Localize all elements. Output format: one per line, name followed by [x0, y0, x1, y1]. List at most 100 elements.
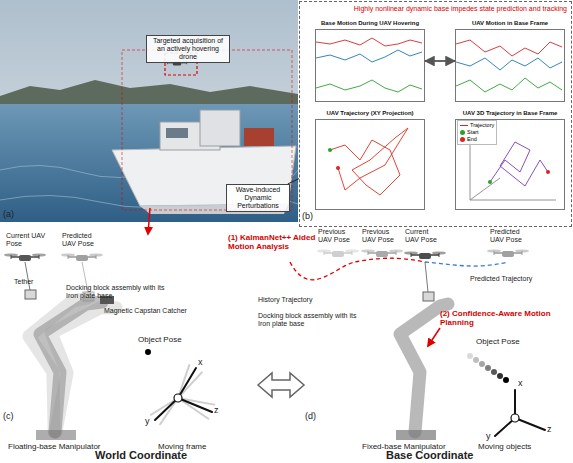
- legend-row: Start: [460, 129, 494, 136]
- panel-letter: (b): [302, 212, 313, 222]
- label-text: Docking block assembly with its Iron pla…: [66, 284, 176, 299]
- legend-text: Trajectory: [470, 122, 494, 128]
- label-text: Object Pose: [138, 336, 182, 345]
- photo-part: [0, 80, 298, 108]
- photo-part: [200, 110, 240, 146]
- plot-frame: [315, 119, 425, 210]
- fixed-manipulator-part: [473, 357, 479, 363]
- world-axes-part-part: [178, 368, 196, 398]
- floating-manipulator-part: [36, 430, 76, 440]
- label-text: World Coordinate: [95, 449, 187, 461]
- label-text: z: [547, 425, 552, 435]
- label-text: Docking block assembly with its Iron pla…: [258, 312, 358, 327]
- fixed-manipulator-part: [290, 258, 425, 280]
- fixed-manipulator-part: [497, 373, 503, 379]
- callout-text: Targeted acquisition of an actively hove…: [153, 37, 223, 60]
- photo-part: [122, 50, 292, 210]
- legend-row: End: [460, 136, 494, 143]
- floating-manipulator-part: [4, 253, 46, 261]
- label-text: Magnetic Capstan Catcher: [104, 307, 187, 315]
- plot-box: UAV Motion in Base Frame: [455, 20, 565, 102]
- callout-box: Wave-induced Dynamic Perturbations: [226, 184, 290, 212]
- label-text: (2) Confidence-Aware Motion Planning: [440, 310, 568, 328]
- label-text: x: [518, 379, 523, 389]
- label-text: y: [486, 432, 491, 442]
- base-axes-part: [511, 414, 519, 422]
- connector: [425, 60, 455, 62]
- label-text: Floating-base Manipulator: [8, 443, 101, 452]
- callout-text: Wave-induced Dynamic Perturbations: [236, 186, 281, 209]
- label-text: Current UAV Pose: [405, 228, 443, 243]
- equivalence-arrow: [258, 373, 304, 397]
- plot-title: UAV Trajectory (XY Projection): [315, 110, 425, 116]
- legend-row: Trajectory: [460, 122, 494, 129]
- label-text: z: [214, 406, 219, 416]
- legend-box: TrajectoryStartEnd: [457, 120, 497, 145]
- label-text: y: [145, 417, 150, 427]
- floating-manipulator: [4, 253, 151, 440]
- fixed-manipulator-part: [467, 353, 473, 359]
- plot-lines-part: [470, 178, 500, 200]
- world-axes-part-part: [178, 391, 214, 412]
- plot-lines-part: [470, 135, 471, 200]
- label-text: History Trajectory: [258, 296, 312, 304]
- floating-manipulator-part-part: [41, 301, 116, 437]
- panel-letter: (a): [3, 210, 14, 220]
- floating-manipulator-part: [26, 298, 117, 437]
- legend-text: Start: [467, 129, 479, 135]
- fixed-manipulator-part: [361, 249, 403, 257]
- plot-lines-part: [456, 78, 562, 92]
- legend-line: [460, 125, 468, 126]
- plot-lines-part: [456, 58, 562, 70]
- plot-lines-part: [546, 170, 550, 174]
- equivalence-arrow-part: [258, 373, 304, 397]
- fixed-manipulator-part: [491, 369, 497, 375]
- plot-lines-part: [330, 128, 408, 195]
- label-text: x: [198, 358, 203, 368]
- panel-title: Highly nonlinear dynamic base impedes st…: [354, 5, 567, 12]
- label-text: Base Coordinate: [386, 449, 473, 461]
- plot-lines-part: [316, 38, 422, 46]
- world-axes-part: [149, 362, 216, 425]
- legend-text: End: [467, 136, 477, 142]
- plot-title: Base Motion During UAV Hovering: [315, 20, 425, 26]
- photo-part: [244, 128, 274, 146]
- callout-box: Targeted acquisition of an actively hove…: [146, 35, 230, 63]
- plot-lines-part: [316, 80, 422, 92]
- world-axes-part-part: [178, 398, 212, 412]
- legend-swatch: [460, 137, 465, 142]
- plot-lines-part: [488, 180, 492, 184]
- label-text: Previous UAV Pose: [318, 228, 356, 243]
- panel-letter: (d): [305, 412, 316, 422]
- panel-letter: (c): [3, 412, 14, 422]
- label-text: Moving objects: [478, 443, 531, 452]
- plot-lines-part: [328, 148, 332, 152]
- plot-title: UAV Motion in Base Frame: [455, 20, 565, 26]
- plot-lines-part: [336, 166, 340, 170]
- plot-lines-part: [456, 40, 562, 56]
- fixed-manipulator-part: [425, 262, 508, 266]
- fixed-manipulator-part: [485, 365, 491, 371]
- plot-frame: [455, 29, 565, 102]
- base-axes-part: [515, 418, 545, 430]
- legend-swatch: [460, 130, 465, 135]
- base-axes: [495, 390, 545, 436]
- floating-manipulator-part: [145, 349, 151, 355]
- floating-manipulator-part-part: [40, 302, 102, 432]
- photo-part: [148, 208, 150, 234]
- photo-part: [0, 104, 298, 222]
- photo-part: [0, 0, 298, 222]
- connector: [288, 179, 299, 184]
- fixed-manipulator-part: [425, 262, 428, 292]
- label-text: Predicted Trajectory: [470, 275, 532, 283]
- plot-lines-part: [316, 50, 422, 62]
- world-axes: [149, 362, 217, 427]
- label-text: Current UAV Pose: [6, 232, 46, 247]
- world-axes-part: [155, 368, 212, 420]
- panel-box: Highly nonlinear dynamic base impedes st…: [299, 1, 572, 227]
- fixed-manipulator-part: [487, 249, 529, 257]
- label-text: Object Pose: [476, 338, 520, 347]
- fixed-manipulator-part: [503, 377, 509, 383]
- fixed-manipulator-part: [423, 292, 434, 301]
